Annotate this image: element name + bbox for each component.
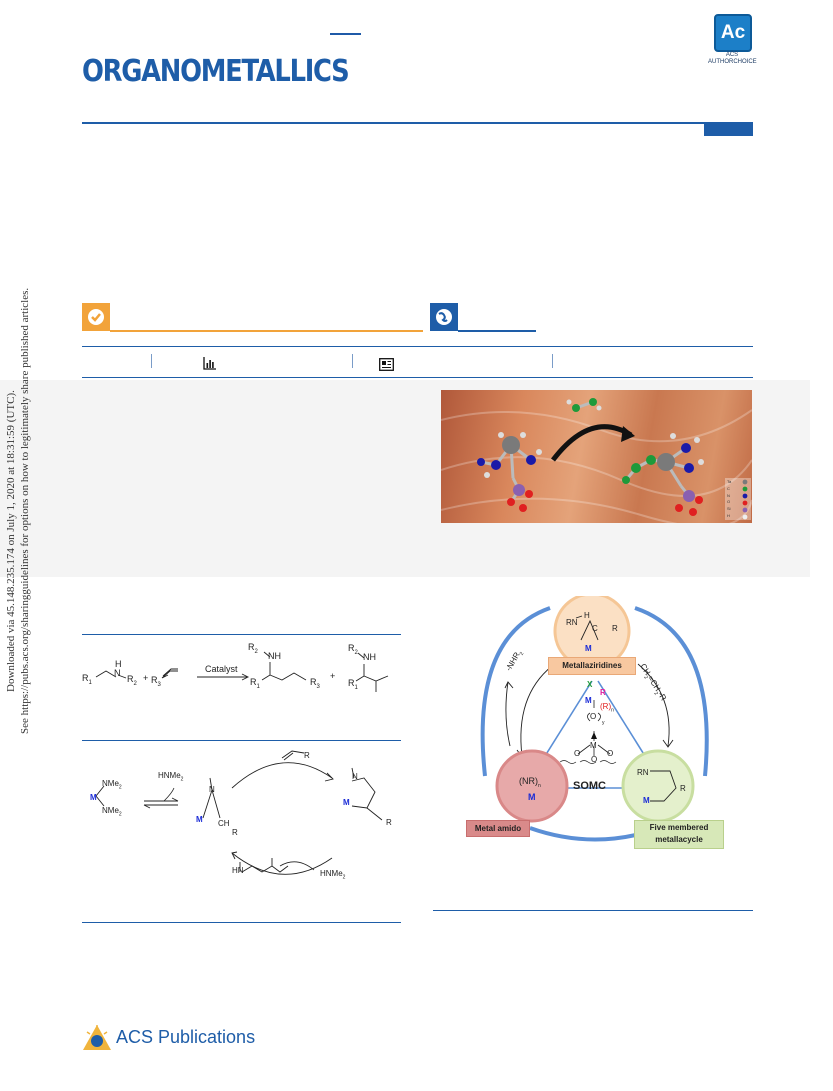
branched-r1-label: R1 bbox=[348, 678, 358, 691]
scheme1-top-rule bbox=[82, 634, 401, 635]
aziridine-ch-label: CH bbox=[218, 819, 230, 828]
acs-authorchoice-label: ACS AUTHORCHOICE bbox=[708, 52, 757, 66]
surface-o-left: O bbox=[574, 749, 581, 758]
metal-amido-label: Metal amido bbox=[466, 820, 530, 837]
metallaziridine-m-label: M bbox=[585, 644, 592, 653]
download-notice-line1: Downloaded via 45.148.235.174 on July 1,… bbox=[5, 390, 17, 692]
metallacycle-m-label: M bbox=[343, 798, 350, 807]
linear-r2-label: R2 bbox=[248, 642, 258, 655]
badge-label-line1: ACS bbox=[725, 52, 739, 58]
scheme3-bottom-rule bbox=[433, 910, 753, 911]
sharing-notice-line2[interactable]: See https://pubs.acs.org/sharingguidelin… bbox=[19, 287, 31, 734]
somc-label: SOMC bbox=[573, 780, 606, 792]
linear-r3-label: R3 bbox=[310, 677, 320, 690]
scheme2-mechanism: M NMe2 NMe2 HNMe2 N M CH R R N M R HN HN… bbox=[82, 748, 402, 888]
scheme3-somc-cycle: RN H C R M Metallaziridines -NHR2 CH2=CH… bbox=[460, 596, 730, 851]
left-molecule bbox=[477, 432, 542, 512]
legend-label: H bbox=[727, 512, 730, 518]
legend-label: Ta bbox=[727, 479, 732, 484]
ethylene-molecule bbox=[566, 398, 602, 412]
metallacycle-m-label: M bbox=[643, 796, 650, 805]
metrics-separator bbox=[552, 354, 553, 368]
r3-label: R3 bbox=[151, 675, 161, 688]
scheme2-bottom-rule bbox=[82, 922, 401, 923]
globe-icon bbox=[430, 303, 458, 331]
read-online-bar[interactable] bbox=[430, 303, 536, 332]
aziridine-r-label: R bbox=[232, 828, 238, 837]
metallaziridines-label: Metallaziridines bbox=[548, 657, 636, 675]
metallaziridine-rn-label: RN bbox=[566, 618, 578, 627]
check-icon bbox=[82, 303, 110, 331]
legend-label: N bbox=[727, 492, 730, 498]
metallaziridine-r-label: R bbox=[612, 624, 618, 633]
hnme2-in-label: HNMe2 bbox=[320, 869, 346, 881]
linear-r1-label: R1 bbox=[250, 677, 260, 690]
top-link[interactable] bbox=[330, 33, 361, 35]
legend-label: Si bbox=[727, 506, 731, 512]
ligand-x-label: X bbox=[587, 680, 593, 689]
legend-label: C bbox=[727, 485, 730, 491]
metallacycle-n-label: N bbox=[352, 772, 358, 781]
plus-sign: + bbox=[330, 671, 336, 681]
metrics-bottom-rule bbox=[82, 377, 753, 378]
article-recommendations-icon[interactable] bbox=[379, 358, 394, 376]
hnme2-out-label: HNMe2 bbox=[158, 771, 184, 783]
acs-logo-icon[interactable] bbox=[82, 1024, 112, 1057]
branched-nh-label: NH bbox=[363, 652, 376, 662]
acs-publications-wordmark[interactable]: ACS Publications bbox=[116, 1027, 256, 1047]
read-online-underline bbox=[458, 330, 536, 332]
aziridine-m-label: M bbox=[196, 815, 203, 824]
toc-legend: Ta C N O Si H bbox=[725, 478, 751, 520]
aziridine-n-label: N bbox=[209, 785, 215, 794]
oxo-label: O bbox=[590, 712, 597, 721]
surface-o-bottom: O bbox=[591, 755, 598, 764]
center-m-label: M bbox=[585, 696, 592, 705]
metrics-top-rule bbox=[82, 346, 753, 347]
metallacycle-r-label: R bbox=[386, 818, 392, 827]
header-rule bbox=[82, 122, 753, 124]
metal-m-label: M bbox=[90, 793, 97, 802]
acs-authorchoice-badge[interactable]: Ac bbox=[714, 14, 752, 52]
metallaziridine-c-label: C bbox=[592, 624, 598, 633]
ligand-rn-label: (R)n bbox=[600, 702, 614, 714]
cite-this-underline bbox=[110, 330, 423, 332]
r1-label: R1 bbox=[82, 673, 92, 686]
alkene-r-label: R bbox=[304, 751, 310, 760]
badge-label-line2: AUTHORCHOICE bbox=[708, 59, 757, 65]
scheme1-hydroaminoalkylation: R1 H N R2 + R3 Catalyst R2 NH R1 R3 + R2… bbox=[82, 640, 402, 700]
right-molecule bbox=[622, 433, 704, 516]
product-hn-label: HN bbox=[232, 866, 244, 875]
metrics-separator bbox=[352, 354, 353, 368]
metrics-separator bbox=[151, 354, 152, 368]
oxo-y-label: y bbox=[602, 720, 605, 726]
h-label: H bbox=[115, 659, 122, 669]
nme2-top-label: NMe2 bbox=[102, 779, 122, 791]
nme2-bottom-label: NMe2 bbox=[102, 806, 122, 818]
ligand-r-label: R bbox=[600, 688, 606, 697]
journal-title: ORGANOMETALLICS bbox=[82, 54, 350, 89]
toc-graphic: Ta C N O Si H bbox=[441, 390, 752, 523]
n-label: N bbox=[114, 668, 121, 678]
header-tab bbox=[704, 122, 753, 136]
branched-r2-label: R2 bbox=[348, 643, 358, 656]
surface-m-label: M bbox=[590, 741, 597, 750]
catalyst-label: Catalyst bbox=[205, 664, 238, 674]
cite-this-bar[interactable] bbox=[82, 303, 423, 332]
surface-o-right: O bbox=[607, 749, 614, 758]
amido-m-label: M bbox=[528, 792, 536, 802]
metallacycle-r-label: R bbox=[680, 784, 686, 793]
amido-nr-label: (NR)n bbox=[519, 776, 541, 789]
scheme1-bottom-rule bbox=[82, 740, 401, 741]
five-membered-metallacycle-label: Five membered metallacycle bbox=[634, 820, 724, 849]
linear-nh-label: NH bbox=[268, 651, 281, 661]
metallaziridine-h-label: H bbox=[584, 611, 590, 620]
metallacycle-rn-label: RN bbox=[637, 768, 649, 777]
plus-sign: + bbox=[143, 673, 149, 683]
r2-label: R2 bbox=[127, 674, 137, 687]
legend-label: O bbox=[727, 499, 731, 505]
metrics-chart-icon[interactable] bbox=[203, 357, 217, 375]
